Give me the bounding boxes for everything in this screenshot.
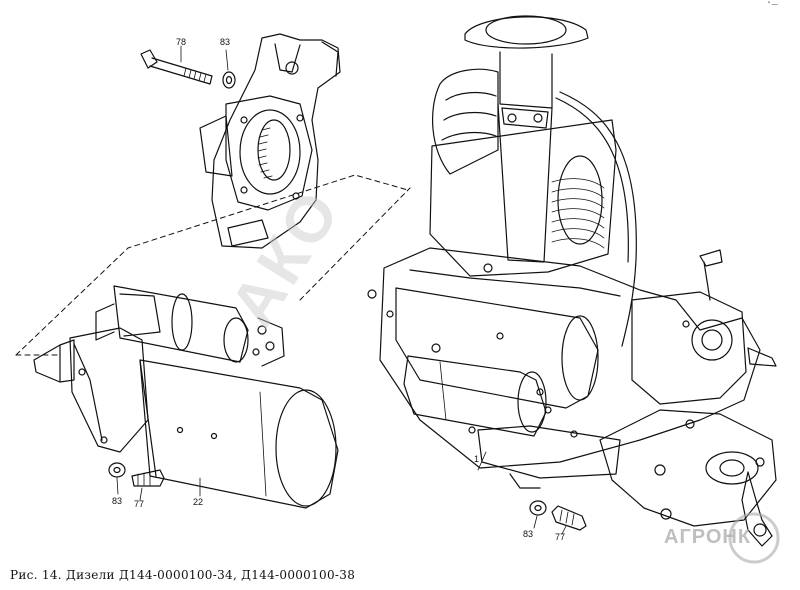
right-bolt [551, 505, 587, 535]
callout-washer-top: 83 [220, 37, 231, 47]
top-bolt [140, 45, 213, 85]
figure-caption: Рис. 14. Дизели Д144-0000100-34, Д144-00… [10, 568, 356, 582]
callout-bolt-left: 77 [134, 499, 145, 509]
watermark-logo-text: АГРОНК [664, 526, 752, 548]
callout-bolt-right: 77 [555, 532, 566, 542]
top-washer [222, 49, 236, 89]
callout-washer-left: 83 [112, 496, 123, 506]
engine-assembly [367, 15, 777, 547]
left-bolt [131, 469, 165, 501]
right-washer [529, 500, 547, 529]
left-washer [108, 462, 126, 495]
watermark-logo [728, 512, 780, 564]
callout-bolt-top: 78 [176, 37, 187, 47]
corner-mark: ″ — [768, 2, 778, 8]
callout-washer-right: 83 [523, 529, 534, 539]
flange-housing [199, 33, 341, 249]
assembly-guide-lines [15, 174, 411, 356]
callout-starter: 22 [193, 497, 204, 507]
callout-assembly: 1 [474, 454, 480, 464]
starter-motor [33, 285, 339, 509]
